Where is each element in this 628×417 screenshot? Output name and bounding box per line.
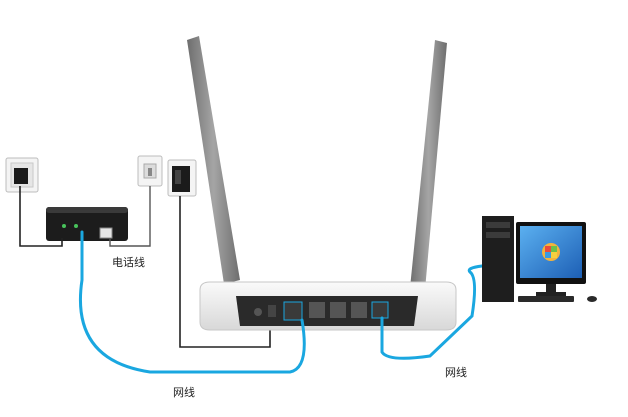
network-cable-modem-router: [78, 230, 306, 374]
router-antenna-left: [187, 36, 240, 284]
network-cable-router-computer: [380, 264, 484, 360]
router-power-cable: [179, 196, 271, 348]
wall-power-socket-icon: [5, 157, 39, 193]
modem-power-cable: [19, 186, 63, 247]
computer-icon: [482, 216, 597, 302]
modem-icon: [46, 207, 128, 241]
phone-line-label: 电话线: [112, 256, 145, 269]
power-adapter-icon: [167, 159, 197, 197]
router-icon: [199, 281, 457, 331]
phone-wall-jack-icon: [137, 155, 163, 187]
phone-line-cable: [109, 186, 151, 247]
router-antenna-right: [410, 40, 447, 290]
network-cable-label-pc: 网线: [445, 366, 467, 379]
network-cable-label-modem: 网线: [173, 386, 195, 399]
